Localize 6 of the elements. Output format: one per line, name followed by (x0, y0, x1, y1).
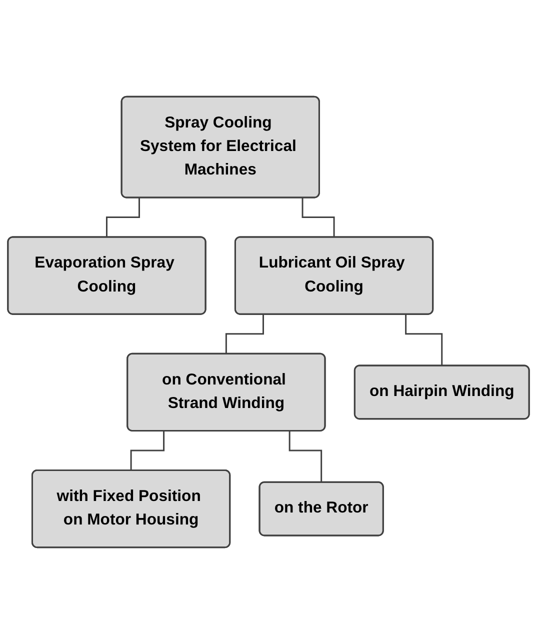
connector (302, 198, 336, 238)
connector (130, 431, 165, 472)
connector (106, 198, 140, 238)
connector (288, 431, 322, 484)
connector (405, 314, 444, 367)
connector (225, 314, 264, 355)
